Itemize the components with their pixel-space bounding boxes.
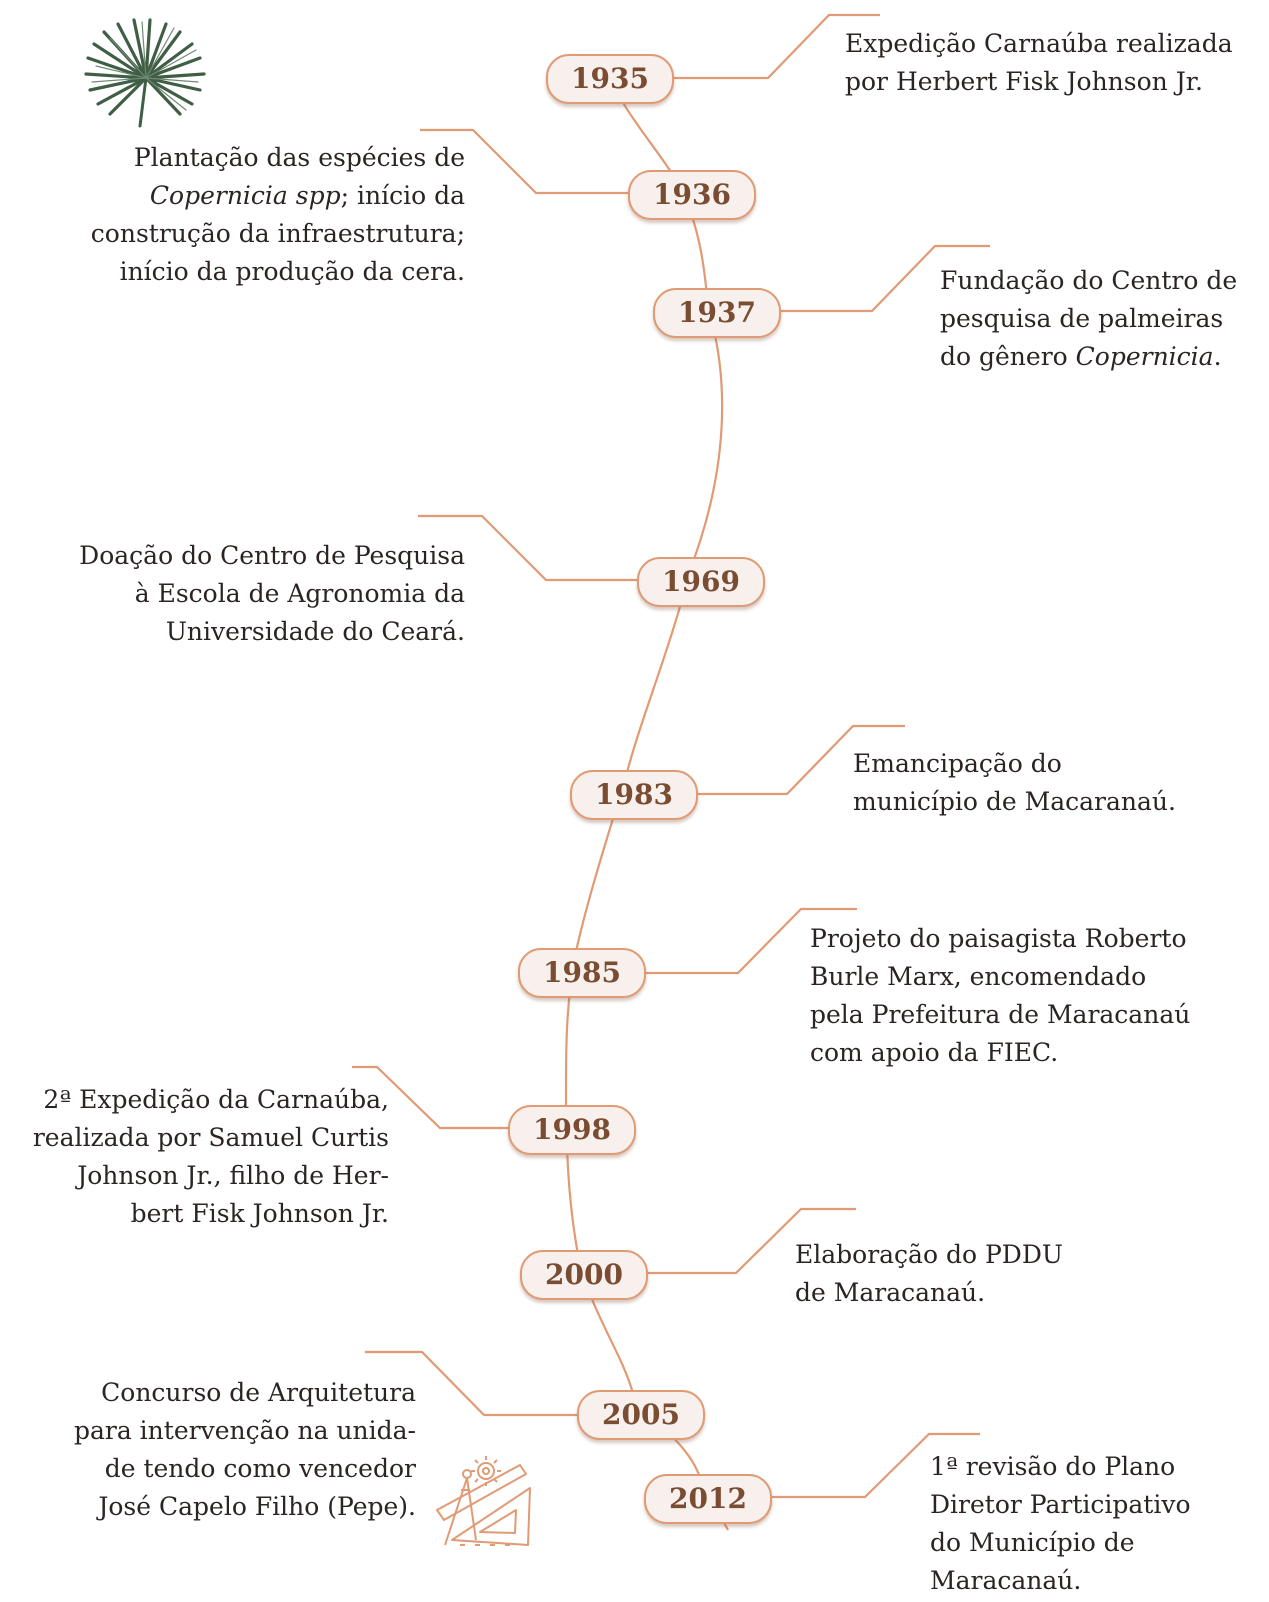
event-text-1969: Doação do Centro de Pesquisa à Escola de…: [79, 537, 465, 651]
leader-line-1985: [641, 907, 857, 975]
event-text-2000: Elaboração do PDDU de Maracanaú.: [795, 1236, 1063, 1312]
event-line: de Maracanaú.: [795, 1278, 986, 1307]
event-line: do gênero Copernicia.: [940, 342, 1222, 371]
event-line: bert Fisk Johnson Jr.: [130, 1199, 389, 1228]
year-pill-1969: 1969: [637, 557, 765, 607]
event-line: Emancipação do: [853, 749, 1062, 778]
event-line: Universidade do Ceará.: [165, 617, 465, 646]
event-line: Concurso de Arquitetura: [101, 1378, 416, 1407]
event-text-1998: 2ª Expedição da Carnaúba, realizada por …: [33, 1081, 389, 1233]
leader-line-1969: [418, 514, 641, 582]
year-pill-2000: 2000: [520, 1250, 648, 1300]
leader-line-2005: [365, 1350, 580, 1417]
event-line: Elaboração do PDDU: [795, 1240, 1063, 1269]
event-line: Diretor Participativo: [930, 1490, 1191, 1519]
event-text-1935: Expedição Carnaúba realizada por Herbert…: [845, 25, 1233, 101]
palm-leaf-icon: [84, 18, 206, 128]
event-line: à Escola de Agronomia da: [134, 579, 465, 608]
event-line: pesquisa de palmeiras: [940, 304, 1224, 333]
event-text-2012: 1ª revisão do Plano Diretor Participativ…: [930, 1448, 1191, 1600]
year-pill-1935: 1935: [546, 54, 674, 104]
event-text-1937: Fundação do Centro de pesquisa de palmei…: [940, 262, 1237, 376]
leader-line-2012: [765, 1432, 980, 1499]
event-line: com apoio da FIEC.: [810, 1038, 1059, 1067]
event-line: José Capelo Filho (Pepe).: [98, 1492, 416, 1521]
leader-line-2000: [645, 1207, 856, 1275]
event-line: Doação do Centro de Pesquisa: [79, 541, 465, 570]
event-text-2005: Concurso de Arquitetura para intervenção…: [74, 1374, 416, 1526]
event-line: de tendo como vencedor: [104, 1454, 416, 1483]
timeline-spine: [564, 74, 729, 1531]
year-pill-2012: 2012: [644, 1474, 772, 1524]
event-line: início da produção da cera.: [119, 257, 465, 286]
event-line: realizada por Samuel Curtis: [32, 1123, 389, 1152]
event-line: Johnson Jr., filho de Her-: [77, 1161, 389, 1190]
leader-line-1998: [352, 1065, 510, 1130]
leader-line-1983: [697, 724, 905, 796]
event-line: para intervenção na unida-: [73, 1416, 416, 1445]
event-line: Burle Marx, encomendado: [810, 962, 1147, 991]
event-line: pela Prefeitura de Maracanaú: [810, 1000, 1191, 1029]
event-text-1983: Emancipação do município de Macaranaú.: [853, 745, 1176, 821]
event-line: Projeto do paisagista Roberto: [810, 924, 1187, 953]
event-line: construção da infraestrutura;: [90, 219, 465, 248]
year-pill-1998: 1998: [508, 1105, 636, 1155]
event-line: Maracanaú.: [930, 1566, 1082, 1595]
leader-line-1937: [781, 244, 990, 313]
event-line: do Município de: [930, 1528, 1135, 1557]
leader-line-1936: [420, 128, 628, 195]
event-line: município de Macaranaú.: [853, 787, 1176, 816]
year-pill-1936: 1936: [628, 170, 756, 220]
event-line: 2ª Expedição da Carnaúba,: [43, 1085, 389, 1114]
event-text-1985: Projeto do paisagista Roberto Burle Marx…: [810, 920, 1190, 1072]
leader-line-1935: [660, 13, 880, 80]
event-text-1936: Plantação das espécies de Copernicia spp…: [91, 139, 465, 291]
drafting-tools-icon: [436, 1456, 531, 1546]
year-pill-2005: 2005: [577, 1390, 705, 1440]
event-line: Expedição Carnaúba realizada: [845, 29, 1233, 58]
event-line: Copernicia spp; início da: [149, 181, 465, 210]
year-pill-1937: 1937: [653, 288, 781, 338]
event-line: por Herbert Fisk Johnson Jr.: [845, 67, 1203, 96]
event-line: 1ª revisão do Plano: [930, 1452, 1176, 1481]
year-pill-1983: 1983: [570, 770, 698, 820]
event-line: Plantação das espécies de: [133, 143, 465, 172]
event-line: Fundação do Centro de: [940, 266, 1238, 295]
year-pill-1985: 1985: [518, 948, 646, 998]
